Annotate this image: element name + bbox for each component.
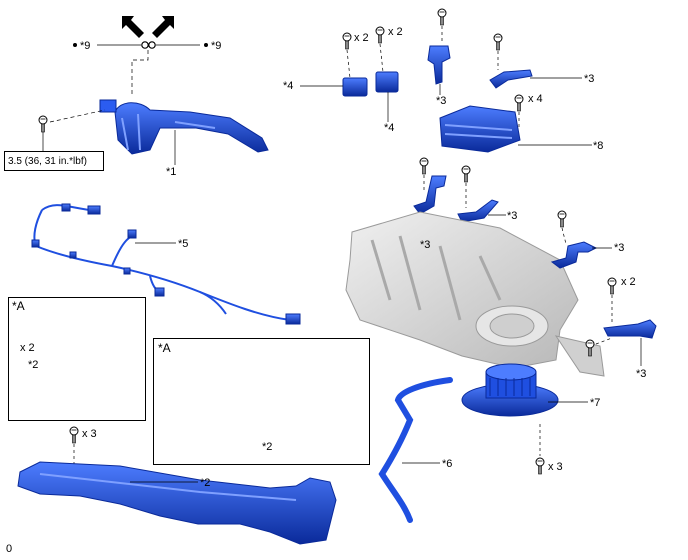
dot-icon — [204, 43, 208, 47]
bracket-4a — [342, 77, 368, 97]
bolt-icon — [461, 165, 471, 183]
bolt-icon — [69, 426, 79, 444]
label-duct-1: *1 — [166, 166, 177, 178]
duct-1 — [99, 99, 269, 155]
bolt-icon — [419, 157, 429, 175]
page-mark: 0 — [6, 543, 13, 555]
bolt-icon — [493, 33, 503, 51]
blower-7 — [461, 363, 559, 417]
label-bracket-4b: *4 — [384, 122, 395, 134]
o-ring-icon — [141, 41, 149, 49]
label-seal-right: *9 — [211, 40, 222, 52]
hose-6 — [378, 377, 453, 523]
label-bracket-3-top-b: *3 — [584, 73, 595, 85]
label-seal-left: *9 — [80, 40, 91, 52]
harness-connectors — [31, 203, 301, 325]
bracket-3-mid-a — [413, 175, 447, 215]
floor-duct-2 — [17, 461, 337, 545]
bolt-icon — [535, 457, 545, 475]
bolt-icon — [375, 26, 385, 44]
label-bracket4b-qty: x 2 — [388, 26, 403, 38]
label-harness-5: *5 — [178, 238, 189, 250]
label-floor-qty: x 3 — [82, 428, 97, 440]
bolt-icon — [607, 277, 617, 295]
label-bracket-4a: *4 — [283, 80, 294, 92]
arrow-icon — [122, 16, 144, 38]
dot-icon — [73, 43, 77, 47]
label-blower-qty: x 3 — [548, 461, 563, 473]
label-box-a2-part: *2 — [262, 441, 273, 453]
bracket-3-right-b — [603, 319, 657, 339]
label-bracket-3-right-a: *3 — [614, 242, 625, 254]
label-bracket4-qty: x 2 — [354, 32, 369, 44]
o-ring-icon — [148, 41, 156, 49]
hvac-unit — [345, 211, 605, 377]
label-hose-6: *6 — [442, 458, 453, 470]
label-filter-8: *8 — [593, 140, 604, 152]
bolt-icon — [342, 32, 352, 50]
label-filter-qty: x 4 — [528, 93, 543, 105]
label-bracket-3-mid-a: *3 — [420, 239, 431, 251]
torque-spec: 3.5 (36, 31 in.*lbf) — [4, 151, 104, 171]
label-bracket-3-top-a: *3 — [436, 95, 447, 107]
label-blower-7: *7 — [590, 397, 601, 409]
bolt-icon — [514, 94, 524, 112]
label-box-a-part: *2 — [28, 359, 39, 371]
bracket-4b — [375, 71, 399, 93]
label-box-a-qty: x 2 — [20, 342, 35, 354]
label-bracket-3-mid-b: *3 — [507, 210, 518, 222]
callout-box-a-left — [8, 297, 146, 421]
label-floor-duct-2: *2 — [200, 477, 211, 489]
bolt-icon — [557, 210, 567, 228]
bracket-3-top-b — [489, 69, 533, 89]
bracket-3-mid-b — [457, 199, 499, 223]
bracket-3-right-a — [550, 241, 598, 269]
bracket-3-top-a — [427, 45, 451, 85]
callout-box-a-right — [153, 338, 370, 465]
label-bracket-3-right-b: *3 — [636, 368, 647, 380]
label-bracket-3-right-qty: x 2 — [621, 276, 636, 288]
label-box-a-title: *A — [12, 299, 25, 313]
label-box-a2-title: *A — [158, 341, 171, 355]
bolt-icon — [38, 115, 48, 133]
filter-8 — [439, 105, 521, 153]
bolt-icon — [437, 8, 447, 26]
arrow-icon — [152, 16, 174, 38]
